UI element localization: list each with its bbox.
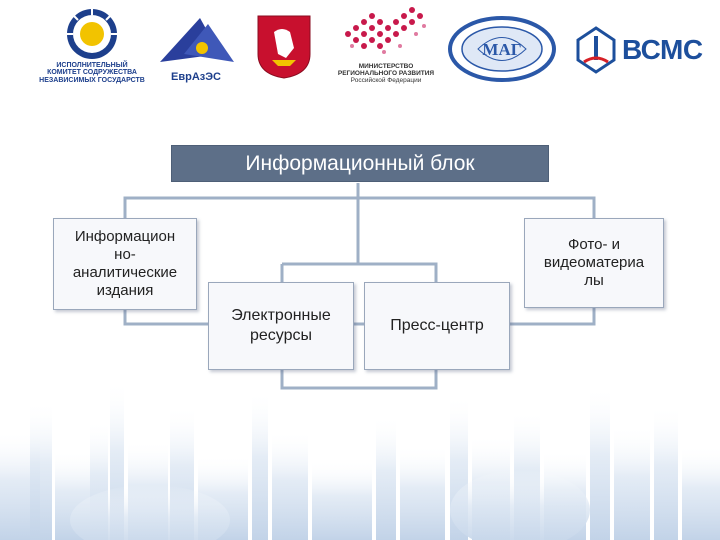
cis-emblem-icon — [67, 9, 117, 59]
node-press-center: Пресс-центр — [364, 282, 510, 370]
photo-video-label-line-2: видеоматериа — [543, 254, 645, 271]
cis-caption-line-3: НЕЗАВИСИМЫХ ГОСУДАРСТВ — [39, 76, 145, 84]
electronic-label-line-2: ресурсы — [249, 327, 312, 344]
connector-title-to-photo-video — [358, 196, 596, 218]
analytics-label-line-2: но- — [114, 246, 136, 263]
cis-caption-line-2: КОМИТЕТ СОДРУЖЕСТВА — [47, 69, 137, 77]
ministry-dots-emblem-icon — [345, 7, 426, 54]
diagram-title: Информационный блок — [245, 151, 475, 175]
eurasec-emblem-icon — [160, 18, 234, 62]
vsms-emblem-icon — [576, 26, 616, 74]
moscow-coat-of-arms-icon — [257, 15, 311, 79]
connector-title-to-analytics — [123, 196, 358, 218]
analytics-label-line-1: Информацион — [74, 228, 176, 245]
ministry-caption-line-1: МИНИСТЕРСТВО — [358, 63, 414, 70]
diagram-title-box: Информационный блок — [171, 145, 549, 182]
connector-photo-video-to-electronic — [510, 308, 596, 326]
ministry-caption-line-3: Российской Федерации — [350, 76, 422, 84]
ministry-caption-line-2: РЕГИОНАЛЬНОГО РАЗВИТИЯ — [337, 69, 435, 77]
cis-executive-committee-logo: ИСПОЛНИТЕЛЬНЫЙ КОМИТЕТ СОДРУЖЕСТВА НЕЗАВ… — [36, 6, 148, 92]
node-photo-video-materials: Фото- и видеоматериа лы — [524, 218, 664, 308]
connector-trunk-to-press — [282, 262, 438, 282]
eurasec-logo: ЕврАзЭС — [150, 14, 242, 88]
connector-electronic-to-press — [280, 370, 438, 390]
analytics-label-line-3: аналитические — [72, 264, 178, 281]
ministry-regional-development-logo: МИНИСТЕРСТВО РЕГИОНАЛЬНОГО РАЗВИТИЯ Росс… — [336, 4, 436, 92]
node-analytics-publications: Информацион но- аналитические издания — [53, 218, 197, 310]
vsms-caption: ВСМС — [622, 34, 703, 65]
international-assembly-of-capitals-logo: МАГ — [448, 16, 556, 82]
analytics-label-line-4: издания — [96, 282, 154, 299]
mag-emblem-icon: МАГ — [448, 16, 556, 82]
city-skyline-background — [0, 380, 720, 540]
node-electronic-resources: Электронные ресурсы — [208, 282, 354, 370]
electronic-label-line-1: Электронные — [231, 307, 331, 324]
photo-video-label-line-3: лы — [584, 272, 604, 289]
press-center-label: Пресс-центр — [390, 317, 484, 334]
eurasec-caption: ЕврАзЭС — [171, 71, 221, 83]
photo-video-label-line-1: Фото- и — [567, 236, 620, 253]
mag-emblem-text: МАГ — [482, 40, 521, 59]
vsms-logo: ВСМС — [574, 26, 703, 76]
moscow-coat-of-arms-logo — [256, 14, 312, 80]
cis-caption-line-1: ИСПОЛНИТЕЛЬНЫЙ — [56, 62, 128, 69]
